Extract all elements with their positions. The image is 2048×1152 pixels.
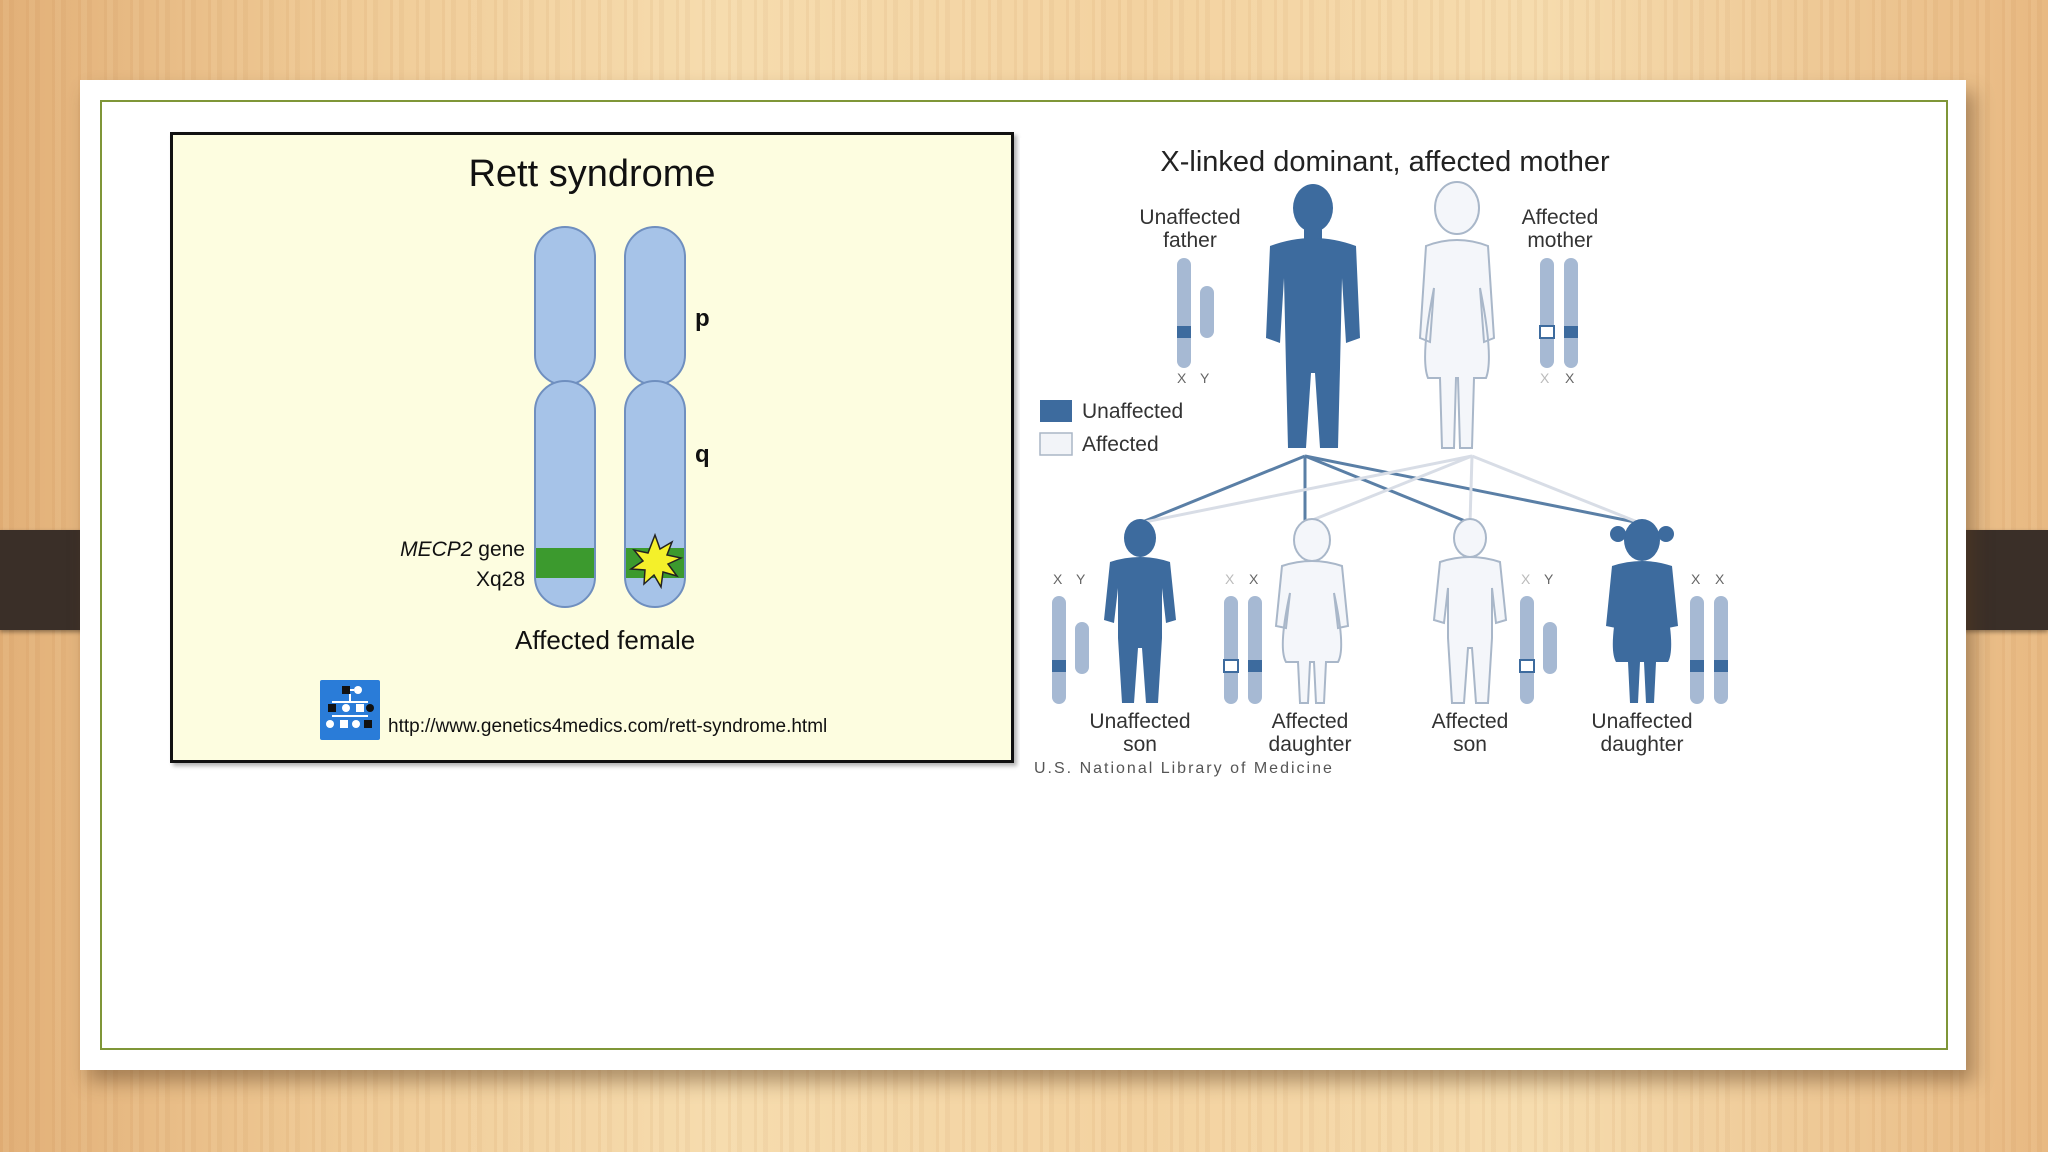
- child-label-3-line1: Affected: [1431, 710, 1509, 733]
- child-label-2-line1: Affected: [1271, 710, 1349, 733]
- mecp2-gene-band-normal: [536, 548, 594, 578]
- son2-x-letter: X: [1521, 571, 1531, 587]
- son1-x-letter: X: [1053, 571, 1063, 587]
- legend-affected-label: Affected: [1082, 433, 1159, 456]
- father-chromosomes: [1177, 258, 1214, 368]
- arm-p-label: p: [695, 305, 710, 332]
- daughter2-x-letter-1: X: [1691, 571, 1701, 587]
- mother-chromosomes: [1539, 258, 1578, 368]
- rett-title: Rett syndrome: [468, 153, 716, 195]
- child-label-4-line2: daughter: [1600, 733, 1684, 756]
- mother-label-line1: Affected: [1521, 206, 1599, 229]
- child-label-4: Unaffected daughter: [1562, 710, 1722, 756]
- father-label-line1: Unaffected: [1139, 206, 1241, 229]
- mother-label-line2: mother: [1527, 229, 1593, 252]
- daughter1-x-letter-2: X: [1249, 571, 1259, 587]
- pedigree-graphic: [1039, 181, 1728, 704]
- father-x-letter: X: [1177, 370, 1187, 386]
- affected-son-figure-icon: [1432, 518, 1508, 704]
- child-label-1: Unaffected son: [1060, 710, 1220, 756]
- daughter2-x-letter-2: X: [1715, 571, 1725, 587]
- slide-frame: [100, 100, 1948, 1050]
- mother-x-letter-1: X: [1540, 370, 1550, 386]
- father-label-line2: father: [1163, 229, 1217, 252]
- daughter2-chromosomes: [1690, 596, 1728, 704]
- legend-unaffected-label: Unaffected: [1082, 400, 1184, 423]
- father-y-letter: Y: [1200, 370, 1210, 386]
- pedigree-title: X-linked dominant, affected mother: [1160, 146, 1610, 178]
- x-linked-dominant-pedigree: X-linked dominant, affected mother: [1020, 138, 1750, 783]
- source-url-link[interactable]: http://www.genetics4medics.com/rett-synd…: [388, 716, 828, 737]
- rett-syndrome-panel: Rett syndrome p q MECP2 gene Xq28 Affect…: [170, 132, 1014, 763]
- child-label-1-line1: Unaffected: [1089, 710, 1191, 733]
- son2-y-letter: Y: [1544, 571, 1554, 587]
- mutation-burst-icon: [628, 532, 684, 590]
- daughter1-x-letter-1: X: [1225, 571, 1235, 587]
- gene-word: gene: [472, 538, 525, 561]
- chromosome-diagram: [534, 226, 686, 608]
- child-label-2: Affected daughter: [1230, 710, 1390, 756]
- legend-affected-swatch: [1039, 432, 1073, 456]
- child-label-4-line1: Unaffected: [1591, 710, 1693, 733]
- father-figure-icon: [1266, 184, 1360, 448]
- affected-daughter-figure-icon: [1274, 518, 1350, 704]
- son1-y-letter: Y: [1076, 571, 1086, 587]
- child-label-2-line2: daughter: [1268, 733, 1352, 756]
- mother-label: Affected mother: [1480, 206, 1640, 252]
- normal-x-chromosome: [534, 226, 596, 608]
- child-label-3-line2: son: [1453, 733, 1487, 756]
- unaffected-daughter-figure-icon: [1606, 519, 1678, 703]
- son2-chromosomes: [1519, 596, 1557, 704]
- mutated-x-chromosome: [624, 226, 686, 608]
- gene-label: MECP2 gene Xq28: [373, 535, 525, 595]
- mother-figure-icon: [1418, 181, 1496, 449]
- son1-chromosomes: [1052, 596, 1089, 704]
- child-label-3: Affected son: [1390, 710, 1550, 756]
- affected-female-caption: Affected female: [515, 625, 696, 655]
- source-credit: U.S. National Library of Medicine: [1034, 760, 1334, 777]
- unaffected-son-figure-icon: [1104, 519, 1176, 703]
- gene-name: MECP2: [400, 538, 473, 561]
- mother-x-letter-2: X: [1565, 370, 1575, 386]
- legend-unaffected-swatch: [1040, 400, 1072, 422]
- affected-inheritance-lines: [1139, 454, 1641, 525]
- gene-locus: Xq28: [475, 568, 525, 591]
- genetics4medics-logo: [320, 680, 380, 740]
- daughter1-chromosomes: [1223, 596, 1262, 704]
- father-label: Unaffected father: [1110, 206, 1270, 252]
- arm-q-label: q: [695, 441, 710, 468]
- child-label-1-line2: son: [1123, 733, 1157, 756]
